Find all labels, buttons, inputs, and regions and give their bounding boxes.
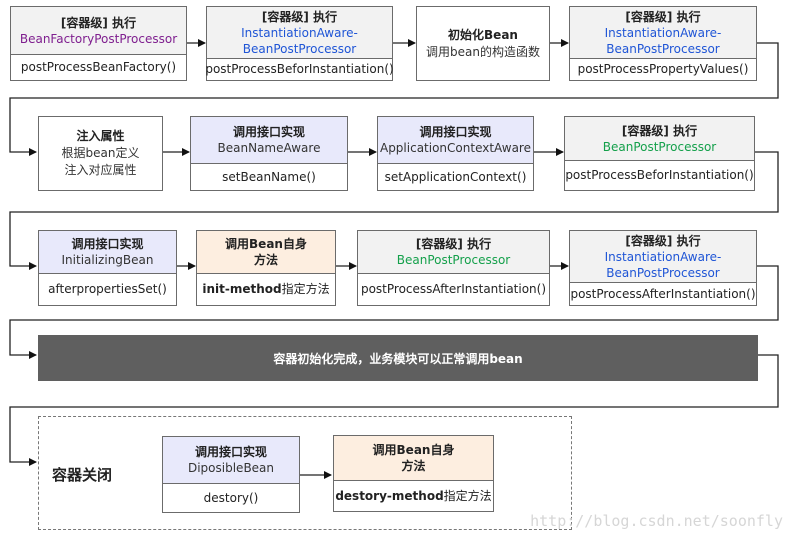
step-disposablebean: 调用接口实现 DiposibleBean destory() <box>162 436 300 513</box>
step-method: postProcessBeforInstantiation() <box>205 62 394 76</box>
step-subtitle: DiposibleBean <box>187 461 275 475</box>
step-subtitle: BeanPostProcessor <box>242 41 357 56</box>
step-applicationcontextaware: 调用接口实现 ApplicationContextAware setApplic… <box>377 116 534 191</box>
step-title: 调用接口实现 <box>232 125 305 139</box>
method-keyword: init-method <box>202 282 282 296</box>
step-method: postProcessAfterInstantiation() <box>360 282 547 296</box>
watermark: http://blog.csdn.net/soonfly <box>530 512 783 530</box>
step-header: [容器级] 执行 BeanPostProcessor <box>565 117 754 161</box>
step-header: 调用接口实现 ApplicationContextAware <box>378 117 533 164</box>
step-title: [容器级] 执行 <box>261 9 338 24</box>
step-title: [容器级] 执行 <box>415 237 492 251</box>
step-title: 注入属性 <box>76 129 125 143</box>
step-subtitle: InstantiationAware- <box>241 25 358 40</box>
step-subtitle: InstantiationAware- <box>604 25 722 40</box>
step-header: 调用接口实现 InitializingBean <box>39 231 176 274</box>
step-title: 调用接口实现 <box>194 445 267 459</box>
step-instantiationaware-before: [容器级] 执行 InstantiationAware- BeanPostPro… <box>205 6 394 81</box>
step-title: 调用Bean自身 <box>372 443 455 457</box>
step-desc: 根据bean定义 <box>61 146 140 160</box>
step-header: [容器级] 执行 BeanFactoryPostProcessor <box>11 7 186 55</box>
step-subtitle: BeanPostProcessor <box>602 139 717 154</box>
method-suffix: 指定方法 <box>281 282 330 296</box>
step-subtitle: BeanPostProcessor <box>606 265 720 280</box>
step-header: [容器级] 执行 InstantiationAware- BeanPostPro… <box>570 231 756 283</box>
step-beanpostprocessor-before: [容器级] 执行 BeanPostProcessor postProcessBe… <box>564 116 755 191</box>
step-method: postProcessBeforInstantiation() <box>565 168 754 182</box>
step-method: destory() <box>203 490 259 505</box>
step-subtitle: BeanPostProcessor <box>606 41 720 56</box>
step-method: postProcessPropertyValues() <box>577 62 749 76</box>
step-title-line2: 方法 <box>401 459 426 473</box>
step-subtitle: BeanPostProcessor <box>396 253 511 267</box>
step-title: 调用Bean自身 <box>225 237 307 251</box>
step-title: 调用接口实现 <box>71 237 144 251</box>
step-title-line2: 方法 <box>253 253 278 267</box>
step-method: postProcessBeanFactory() <box>20 60 177 74</box>
step-method: setApplicationContext() <box>384 169 527 184</box>
step-subtitle: BeanFactoryPostProcessor <box>19 31 178 46</box>
step-method: afterpropertiesSet() <box>48 282 167 296</box>
step-subtitle: BeanNameAware <box>217 141 321 155</box>
step-title: 调用接口实现 <box>419 125 492 139</box>
step-header: 调用接口实现 BeanNameAware <box>191 117 347 164</box>
method-suffix: 指定方法 <box>443 488 492 503</box>
container-ready-banner: 容器初始化完成，业务模块可以正常调用bean <box>38 335 758 381</box>
step-title: 初始化Bean <box>448 27 518 42</box>
step-inject-properties: 注入属性 根据bean定义 注入对应属性 <box>38 116 163 191</box>
step-title: [容器级] 执行 <box>625 233 701 248</box>
step-instantiationaware-after: [容器级] 执行 InstantiationAware- BeanPostPro… <box>569 230 757 306</box>
step-title: [容器级] 执行 <box>625 9 701 24</box>
step-title: [容器级] 执行 <box>60 15 137 30</box>
step-header: [容器级] 执行 BeanPostProcessor <box>358 231 549 274</box>
step-header: 调用Bean自身 方法 <box>197 231 335 274</box>
container-close-group <box>38 416 572 530</box>
step-beanfactory-postprocessor: [容器级] 执行 BeanFactoryPostProcessor postPr… <box>10 6 187 81</box>
step-beannameaware: 调用接口实现 BeanNameAware setBeanName() <box>190 116 348 191</box>
step-header: [容器级] 执行 InstantiationAware- BeanPostPro… <box>207 7 392 59</box>
step-method: postProcessAfterInstantiation() <box>570 286 756 301</box>
step-initializingbean: 调用接口实现 InitializingBean afterpropertiesS… <box>38 230 177 306</box>
step-title: [容器级] 执行 <box>621 123 698 138</box>
step-subtitle: ApplicationContextAware <box>379 141 531 155</box>
step-instantiationaware-propertyvalues: [容器级] 执行 InstantiationAware- BeanPostPro… <box>569 6 757 81</box>
step-subtitle: InitializingBean <box>61 253 154 267</box>
method-keyword: destory-method <box>335 488 444 503</box>
step-init-bean: 初始化Bean 调用bean的构造函数 <box>416 6 550 81</box>
step-desc: 注入对应属性 <box>64 163 137 177</box>
step-beanpostprocessor-after: [容器级] 执行 BeanPostProcessor postProcessAf… <box>357 230 550 306</box>
step-header: 调用Bean自身 方法 <box>334 436 493 481</box>
step-header: 调用接口实现 DiposibleBean <box>163 437 299 484</box>
step-subtitle: InstantiationAware- <box>604 249 722 264</box>
step-header: [容器级] 执行 InstantiationAware- BeanPostPro… <box>570 7 756 59</box>
step-desc: 调用bean的构造函数 <box>426 44 540 59</box>
step-method: setBeanName() <box>222 169 316 184</box>
container-close-label: 容器关闭 <box>52 466 113 484</box>
